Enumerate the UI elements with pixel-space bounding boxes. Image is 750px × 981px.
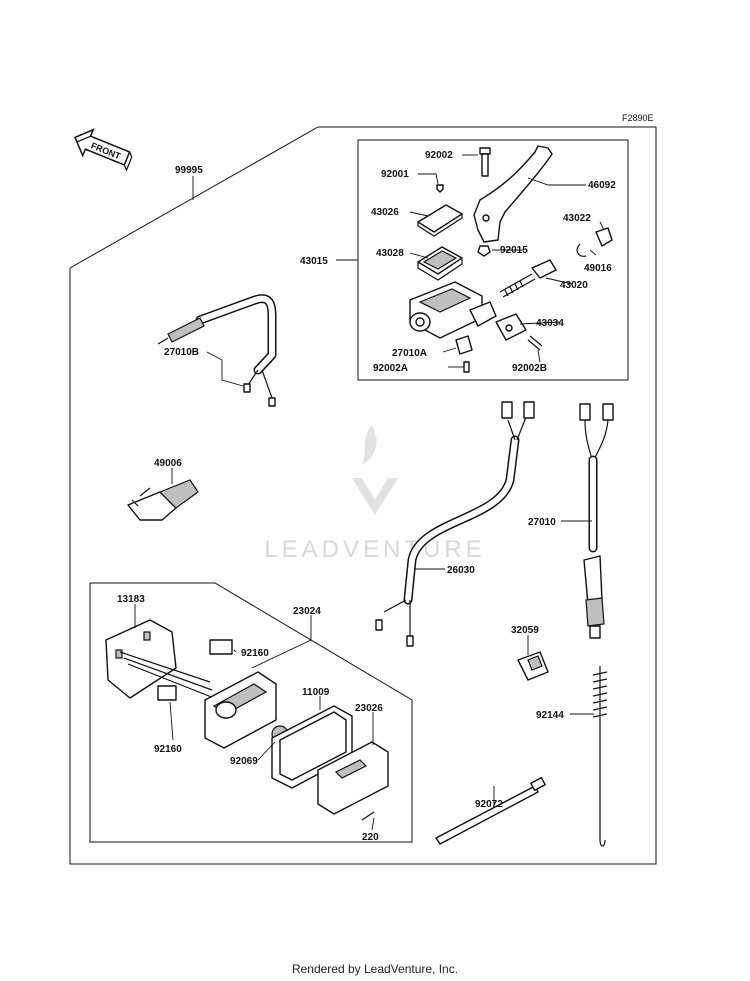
label-43034: 43034: [536, 318, 564, 329]
dust-boot: [595, 227, 613, 247]
figure-code: F2890E: [622, 113, 654, 123]
label-23026: 23026: [355, 703, 383, 714]
screw-220: [361, 811, 375, 821]
label-220: 220: [362, 832, 379, 843]
main-frame: [69, 126, 657, 865]
label-49016: 49016: [584, 263, 612, 274]
cable-tie-92072: [435, 776, 546, 845]
clamp-holder: [495, 313, 527, 341]
label-11009: 11009: [302, 687, 330, 698]
label-92015: 92015: [500, 245, 528, 256]
switch-27010: [579, 403, 614, 639]
label-43015: 43015: [300, 256, 328, 267]
nut-92015: [477, 245, 491, 257]
leadventure-watermark: LEADVENTURE: [264, 425, 485, 563]
diaphragm-plate: [417, 246, 463, 281]
label-92002b: 92002B: [512, 363, 547, 374]
label-43020: 43020: [560, 280, 588, 291]
label-92072: 92072: [475, 799, 503, 810]
switch-harness-27010b: [157, 294, 277, 407]
bolt-92002b: [527, 335, 543, 351]
label-27010a: 27010A: [392, 348, 427, 359]
cap-screw: [436, 184, 444, 193]
label-13183: 13183: [117, 594, 145, 605]
label-92160-bottom: 92160: [154, 744, 182, 755]
label-99995: 99995: [175, 165, 203, 176]
label-92069: 92069: [230, 756, 258, 767]
brake-lever: [473, 145, 553, 243]
label-27010: 27010: [528, 517, 556, 528]
circlip: [576, 243, 587, 257]
lens-23026: [317, 741, 389, 815]
label-43022: 43022: [563, 213, 591, 224]
footer-credit: Rendered by LeadVenture, Inc.: [291, 962, 459, 976]
screw-92002a: [463, 361, 470, 373]
leader-lines: [134, 154, 605, 831]
label-49006: 49006: [154, 458, 182, 469]
wiring-leads: [119, 651, 215, 699]
gasket-11009: [271, 705, 353, 789]
bracket-32059: [517, 651, 549, 681]
label-32059: 32059: [511, 625, 539, 636]
lamp-housing-23024: [204, 671, 277, 749]
spring-rod-92144: [592, 666, 608, 847]
label-92002: 92002: [425, 150, 453, 161]
label-26030: 26030: [447, 565, 475, 576]
piston-assembly: [499, 259, 557, 298]
master-cylinder-body: [409, 281, 497, 339]
front-arrow-icon: FRONT: [74, 128, 133, 172]
harness-26030: [375, 401, 535, 647]
label-27010b: 27010B: [164, 347, 199, 358]
tail-light-frame: [89, 582, 413, 843]
terminals-92160: [157, 639, 233, 701]
label-46092: 46092: [588, 180, 616, 191]
label-92001: 92001: [381, 169, 409, 180]
pivot-bolt: [479, 147, 491, 177]
label-92002a: 92002A: [373, 363, 408, 374]
label-92144: 92144: [536, 710, 564, 721]
label-43026: 43026: [371, 207, 399, 218]
lever-holder-49006: [127, 479, 199, 521]
switch-27010a: [455, 335, 473, 355]
label-92160-right: 92160: [241, 648, 269, 659]
label-43028: 43028: [376, 248, 404, 259]
watermark-text: LEADVENTURE: [264, 536, 485, 563]
reservoir-cap: [417, 204, 463, 237]
label-23024: 23024: [293, 606, 321, 617]
